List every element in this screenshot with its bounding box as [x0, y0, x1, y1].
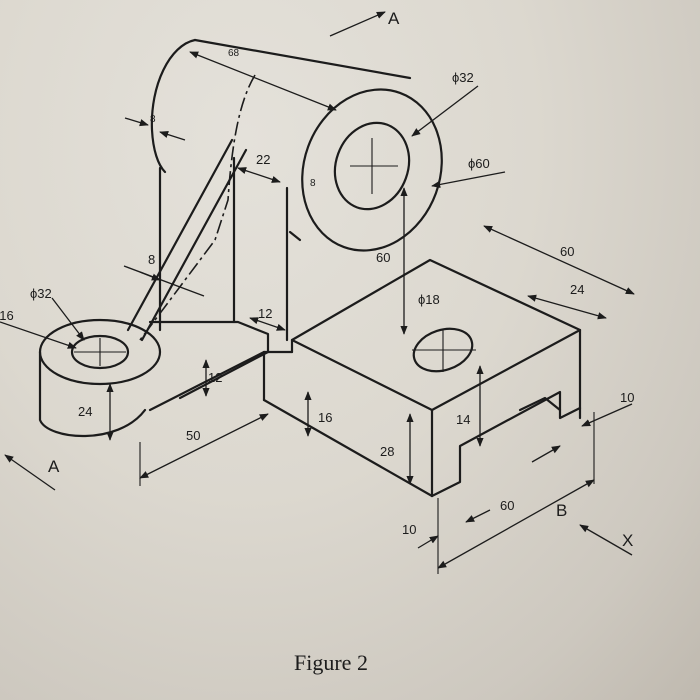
base-hole — [412, 327, 476, 373]
arm-and-boss — [38, 318, 270, 438]
dim-foot-left: 10 — [402, 522, 416, 537]
view-label-b: B — [556, 501, 567, 520]
section-mark-a-bottom: A — [48, 457, 60, 476]
dim-arm-length: 50 — [186, 428, 200, 443]
dim-boss-hole: ϕ16 — [0, 308, 14, 323]
dim-base-width: 60 — [560, 244, 574, 259]
dim-bore-dia: ϕ32 — [452, 70, 474, 85]
dim-web-thick: 8 — [310, 178, 316, 189]
dim-cyl-dia: ϕ60 — [468, 156, 490, 171]
inclined-rib — [126, 138, 248, 342]
dim-rib-thick-top: 8 — [150, 114, 156, 125]
dim-base-height-16: 16 — [318, 410, 332, 425]
section-a-top-arrow — [329, 11, 386, 37]
dim-base-height-28: 28 — [380, 444, 394, 459]
dim-slot-width: 24 — [570, 282, 584, 297]
dim-center-height: 60 — [376, 250, 390, 265]
section-mark-a-top: A — [388, 9, 400, 28]
dim-boss-height: 24 — [78, 404, 92, 419]
dim-web-offset: 22 — [256, 152, 270, 167]
dim-slot-depth: 14 — [456, 412, 470, 427]
section-a-bottom-arrow — [4, 454, 56, 491]
support-web — [158, 156, 289, 342]
dim-arm-thick: 12 — [258, 306, 272, 321]
dim-base-hole: ϕ18 — [418, 292, 440, 307]
cylinder-centerline — [139, 74, 256, 341]
view-label-x: X — [622, 531, 633, 550]
dim-boss-dia: ϕ32 — [30, 286, 52, 301]
dim-base-length: 60 — [500, 498, 514, 513]
figure-caption: Figure 2 — [294, 650, 368, 675]
dim-cyl-length: 68 — [228, 48, 240, 59]
dim-foot-right: 10 — [620, 390, 634, 405]
dim-rib-thick: 8 — [148, 252, 155, 267]
bore-circle — [333, 121, 411, 211]
dim-arm-height: 12 — [208, 370, 222, 385]
